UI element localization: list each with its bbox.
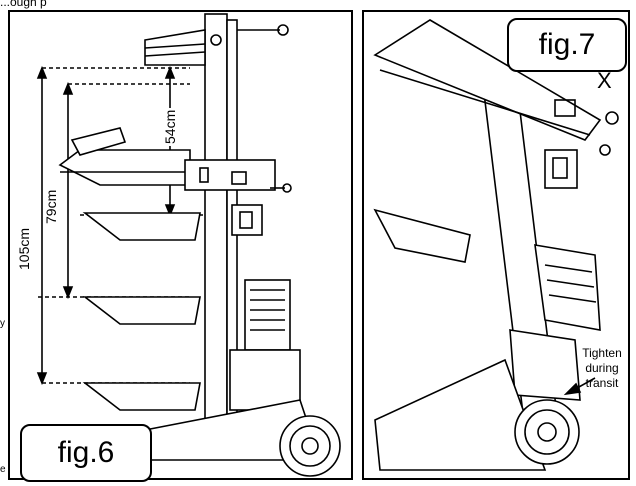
cropped-header-text: ...ough p bbox=[0, 0, 47, 9]
dimension-54cm-label: 54cm bbox=[162, 107, 178, 146]
x-marker-label: X bbox=[597, 68, 612, 93]
callout-line-3: transit bbox=[585, 376, 619, 390]
callout-line-2: during bbox=[585, 361, 619, 375]
fig6-label: fig.6 bbox=[20, 424, 152, 482]
dimension-105cm-label: 105cm bbox=[16, 225, 32, 272]
dimension-79cm-label: 79cm bbox=[43, 187, 59, 226]
fig7-label: fig.7 bbox=[507, 18, 627, 72]
tighten-callout: Tighten during transit bbox=[572, 346, 632, 391]
callout-line-1: Tighten bbox=[582, 346, 622, 360]
edge-char-1: y bbox=[0, 318, 5, 329]
edge-char-2: e bbox=[0, 464, 6, 475]
